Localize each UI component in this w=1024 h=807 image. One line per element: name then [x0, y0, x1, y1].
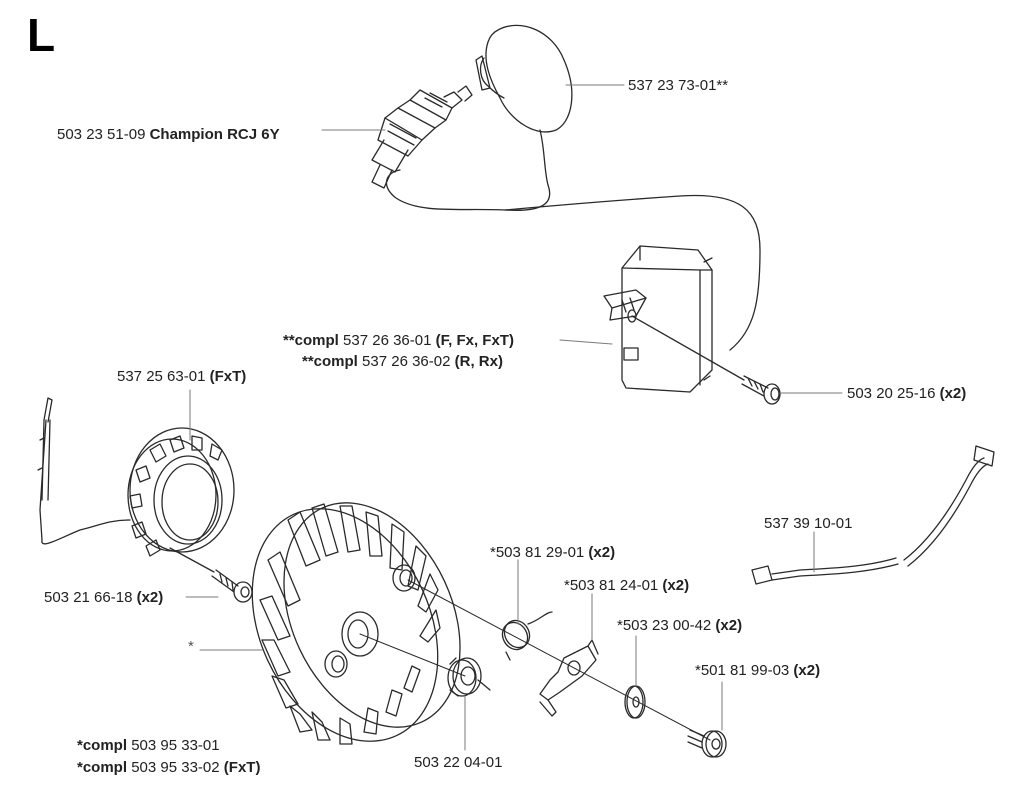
label-coil-screw[interactable]: 503 21 66-18 (x2) — [44, 589, 163, 606]
part-number: 537 25 63-01 — [117, 368, 206, 385]
module-screw-axis — [631, 315, 745, 381]
label-ignition-module-1[interactable]: **compl 537 26 36-01 (F, Fx, FxT) — [283, 332, 514, 349]
part-number: 503 20 25-16 — [847, 385, 936, 402]
cable-drawing — [751, 445, 995, 585]
label-ignition-module-2[interactable]: **compl 537 26 36-02 (R, Rx) — [302, 353, 503, 370]
part-quantity: (x2) — [793, 662, 821, 679]
coil-screw-drawing — [169, 547, 253, 603]
spring-drawing — [501, 611, 553, 661]
label-cable[interactable]: 537 39 10-01 — [764, 515, 852, 532]
compl-prefix: **compl — [283, 332, 339, 349]
leader-lines — [185, 84, 843, 751]
label-spark-plug[interactable]: 503 23 51-09 Champion RCJ 6Y — [57, 126, 280, 143]
washer-drawing — [624, 685, 646, 719]
part-description: (R, Rx) — [454, 353, 503, 370]
compl-prefix: *compl — [77, 737, 128, 754]
part-description: (FxT) — [209, 368, 247, 385]
label-washer[interactable]: *503 23 00-42 (x2) — [617, 617, 742, 634]
label-flywheel-compl-1[interactable]: *compl 503 95 33-01 — [77, 737, 220, 754]
label-plug-cap[interactable]: 537 23 73-01** — [628, 77, 728, 94]
section-letter: L — [27, 9, 56, 61]
part-quantity: (x2) — [136, 589, 164, 606]
pawl-screw-drawing — [687, 729, 727, 758]
part-number: *501 81 99-03 — [695, 662, 790, 679]
ht-lead — [504, 194, 761, 351]
part-number: 503 21 66-18 — [44, 589, 133, 606]
part-quantity: (x2) — [939, 385, 967, 402]
part-number: 537 39 10-01 — [764, 515, 853, 532]
label-flywheel-compl-2[interactable]: *compl 503 95 33-02 (FxT) — [77, 759, 260, 776]
part-number: *503 23 00-42 — [617, 617, 712, 634]
ignition-module-drawing — [603, 245, 713, 393]
spark-plug-drawing — [371, 85, 473, 189]
label-pawl[interactable]: *503 81 24-01 (x2) — [564, 577, 689, 594]
label-heating-coil[interactable]: 537 25 63-01 (FxT) — [117, 368, 246, 385]
part-number: 537 26 36-01 — [343, 332, 432, 349]
part-number: * — [188, 638, 194, 655]
part-number: 503 23 51-09 — [57, 126, 146, 143]
compl-prefix: **compl — [302, 353, 358, 370]
part-description: (F, Fx, FxT) — [435, 332, 514, 349]
part-description: (FxT) — [223, 759, 261, 776]
label-nut[interactable]: 503 22 04-01 — [414, 754, 502, 771]
part-number: 537 23 73-01** — [628, 77, 729, 94]
nut-drawing — [447, 657, 491, 697]
label-pawl-screw[interactable]: *501 81 99-03 (x2) — [695, 662, 820, 679]
heating-coil-drawing — [37, 397, 235, 557]
part-quantity: (x2) — [715, 617, 743, 634]
label-module-screw[interactable]: 503 20 25-16 (x2) — [847, 385, 966, 402]
plug-cap-drawing — [385, 24, 573, 211]
compl-prefix: *compl — [77, 759, 128, 776]
part-quantity: (x2) — [662, 577, 690, 594]
part-number: 503 95 33-02 — [131, 759, 220, 776]
part-number: 503 95 33-01 — [131, 737, 220, 754]
module-screw-drawing — [741, 375, 781, 405]
flywheel-drawing — [251, 502, 461, 745]
part-description: Champion RCJ 6Y — [149, 126, 280, 143]
part-quantity: (x2) — [588, 544, 616, 561]
pawl-drawing — [539, 639, 599, 717]
part-number: *503 81 29-01 — [490, 544, 585, 561]
part-number: 537 26 36-02 — [362, 353, 451, 370]
flywheel-axis — [359, 579, 711, 741]
part-number: *503 81 24-01 — [564, 577, 659, 594]
label-spring[interactable]: *503 81 29-01 (x2) — [490, 544, 615, 561]
label-flywheel[interactable]: * — [188, 638, 194, 655]
part-number: 503 22 04-01 — [414, 754, 503, 771]
